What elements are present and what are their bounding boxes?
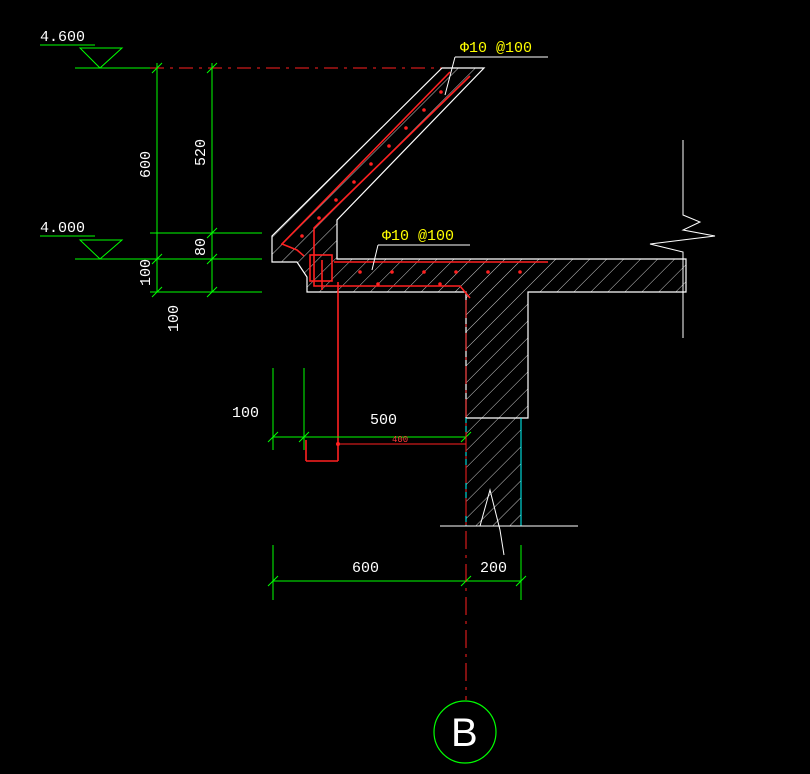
dim-rebar-400: 400 bbox=[392, 435, 408, 445]
axis-bubble: B bbox=[433, 700, 497, 764]
level-upper-text: 4.600 bbox=[40, 29, 85, 46]
rebar-label-slab: Φ10 @100 bbox=[382, 228, 454, 245]
level-marker-upper: 4.600 bbox=[40, 29, 160, 69]
vertical-dimensions bbox=[150, 62, 262, 298]
rebar-dots bbox=[300, 90, 522, 286]
level-lower-text: 4.000 bbox=[40, 220, 85, 237]
dim-projection-500: 500 bbox=[370, 412, 397, 429]
level-marker-lower: 4.000 bbox=[40, 220, 160, 260]
rebar-lines bbox=[280, 71, 548, 462]
slab-break-line bbox=[649, 140, 716, 338]
horizontal-dimensions-mid bbox=[267, 368, 472, 450]
dim-slab-step: 80 bbox=[193, 238, 210, 256]
rebar-leader-slab: Φ10 @100 bbox=[371, 228, 470, 271]
rebar-leader-inclined: Φ10 @100 bbox=[444, 40, 548, 96]
dim-inclined-part: 520 bbox=[193, 139, 210, 166]
dim-eave-edge: 100 bbox=[138, 259, 155, 286]
axis-label: B bbox=[451, 711, 478, 755]
dim-wall-200: 200 bbox=[480, 560, 507, 577]
dim-total-height: 600 bbox=[138, 151, 155, 178]
wall-section bbox=[440, 417, 578, 556]
concrete-section bbox=[271, 67, 687, 419]
dim-overhang-600: 600 bbox=[352, 560, 379, 577]
dim-lip-width: 100 bbox=[232, 405, 259, 422]
rebar-label-inclined: Φ10 @100 bbox=[460, 40, 532, 57]
dim-below-edge: 100 bbox=[166, 305, 183, 332]
horizontal-dimensions-bottom bbox=[267, 545, 527, 600]
